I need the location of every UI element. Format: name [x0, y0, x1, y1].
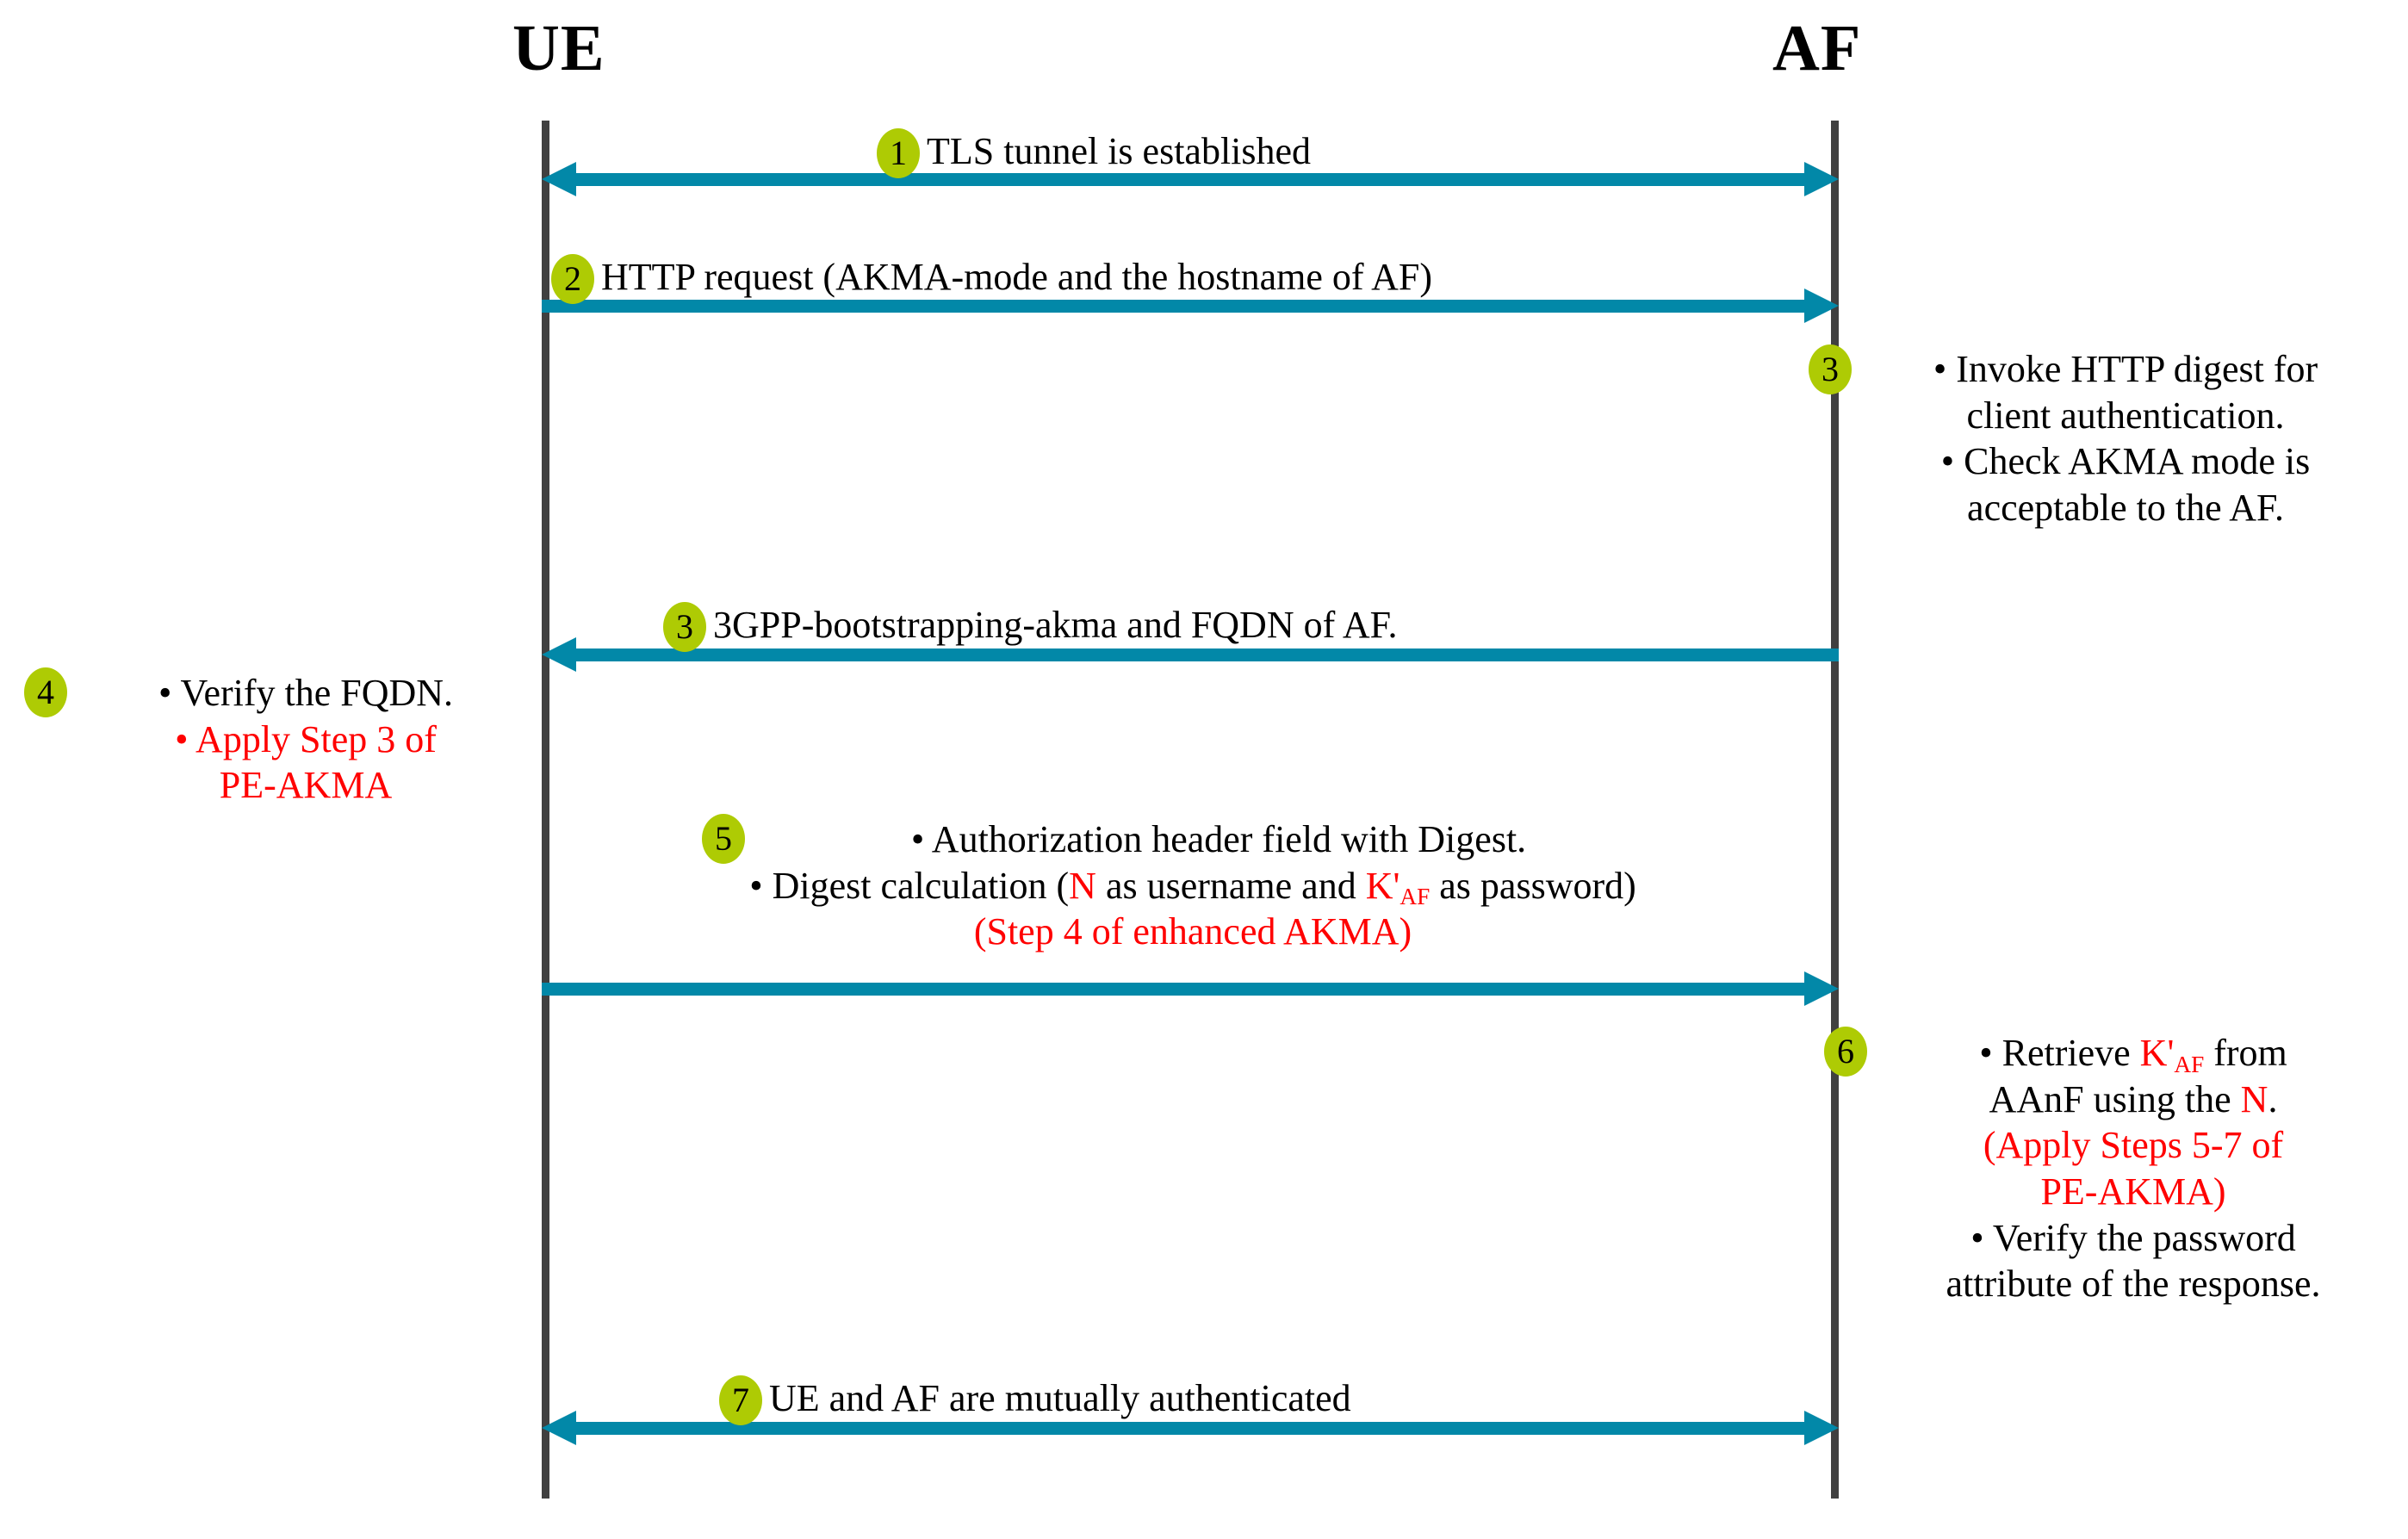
- arrow-shaft: [571, 648, 1839, 661]
- text-frag-highlight-n: N: [2240, 1077, 2268, 1120]
- text-frag: as password): [1430, 864, 1636, 907]
- message-text-step-1: TLS tunnel is established: [927, 130, 1312, 172]
- note-line-highlight: PE-AKMA): [2040, 1170, 2226, 1213]
- note-line: AAnF using the N.: [1879, 1077, 2387, 1123]
- lifeline-af: [1831, 121, 1839, 1499]
- message-text-step-3: 3GPP-bootstrapping-akma and FQDN of AF.: [713, 604, 1398, 646]
- text-frag: from: [2204, 1032, 2287, 1074]
- message-arrow-step-1: [542, 162, 1839, 196]
- arrowhead-left-icon: [542, 637, 576, 672]
- message-arrow-step-3: [542, 637, 1839, 672]
- arrowhead-right-icon: [1804, 289, 1839, 323]
- step-badge-6: 6: [1824, 1027, 1867, 1077]
- text-frag-subscript: AF: [2174, 1051, 2205, 1077]
- text-frag-highlight-kaf: K'AF: [1365, 864, 1431, 910]
- text-frag: K': [1365, 864, 1400, 907]
- note-line-highlight: (Apply Steps 5-7 of: [1983, 1124, 2284, 1167]
- step-badge-1: 1: [877, 127, 920, 178]
- actor-label-af: AF: [1772, 12, 1862, 84]
- note-line: acceptable to the AF.: [1967, 487, 2284, 530]
- step-badge-3-note: 3: [1809, 344, 1852, 394]
- note-line: • Verify the password: [1970, 1216, 2296, 1259]
- note-line: • Check AKMA mode is: [1940, 440, 2311, 483]
- step-badge-7: 7: [719, 1375, 762, 1425]
- arrowhead-right-icon: [1804, 1411, 1839, 1445]
- text-frag-highlight-n: N: [1069, 864, 1096, 907]
- arrow-shaft: [542, 300, 1809, 313]
- note-line-highlight: • Apply Step 3 of: [175, 717, 437, 760]
- arrow-shaft: [542, 983, 1809, 996]
- text-frag: • Digest calculation (: [749, 864, 1070, 907]
- step-badge-5: 5: [702, 814, 745, 864]
- message-text-step-2: HTTP request (AKMA-mode and the hostname…: [601, 256, 1432, 298]
- message-label-step-5: • Authorization header field with Digest…: [551, 816, 1834, 955]
- text-frag-subscript: AF: [1399, 884, 1431, 910]
- text-frag: K': [2139, 1032, 2175, 1074]
- note-block-step-6: • Retrieve K'AF from AAnF using the N. (…: [1879, 1030, 2387, 1307]
- text-frag: AAnF using the: [1989, 1077, 2241, 1120]
- note-block-step-4: • Verify the FQDN. • Apply Step 3 of PE-…: [86, 670, 525, 809]
- step-5-line-1: • Authorization header field with Digest…: [910, 818, 1527, 860]
- note-line: • Retrieve K'AF from: [1879, 1030, 2387, 1077]
- text-frag: as username and: [1095, 864, 1366, 907]
- arrowhead-right-icon: [1804, 971, 1839, 1006]
- note-block-step-3: • Invoke HTTP digest for client authenti…: [1867, 346, 2384, 531]
- arrowhead-left-icon: [542, 162, 576, 196]
- note-line: • Invoke HTTP digest for: [1933, 348, 2318, 390]
- step-5-line-3: (Step 4 of enhanced AKMA): [973, 910, 1412, 953]
- arrow-shaft: [571, 173, 1809, 186]
- actor-label-ue: UE: [512, 12, 605, 84]
- text-frag-highlight-kaf: K'AF: [2139, 1032, 2205, 1077]
- arrowhead-right-icon: [1804, 162, 1839, 196]
- message-text-step-7: UE and AF are mutually authenticated: [769, 1377, 1351, 1419]
- note-line-highlight: PE-AKMA: [219, 764, 393, 807]
- note-line: attribute of the response.: [1946, 1263, 2321, 1306]
- step-badge-4: 4: [24, 667, 67, 717]
- arrow-shaft: [571, 1422, 1809, 1435]
- text-frag: • Retrieve: [1979, 1032, 2140, 1074]
- note-line: • Verify the FQDN.: [158, 672, 454, 714]
- text-frag: .: [2268, 1077, 2278, 1120]
- step-badge-2: 2: [551, 253, 594, 304]
- step-badge-3-message: 3: [663, 601, 706, 652]
- message-arrow-step-5: [542, 971, 1839, 1006]
- note-line: client authentication.: [1966, 394, 2285, 437]
- message-arrow-step-2: [542, 289, 1839, 323]
- message-arrow-step-7: [542, 1411, 1839, 1445]
- lifeline-ue: [542, 121, 549, 1499]
- arrowhead-left-icon: [542, 1411, 576, 1445]
- step-5-line-2: • Digest calculation (N as username and …: [551, 863, 1834, 910]
